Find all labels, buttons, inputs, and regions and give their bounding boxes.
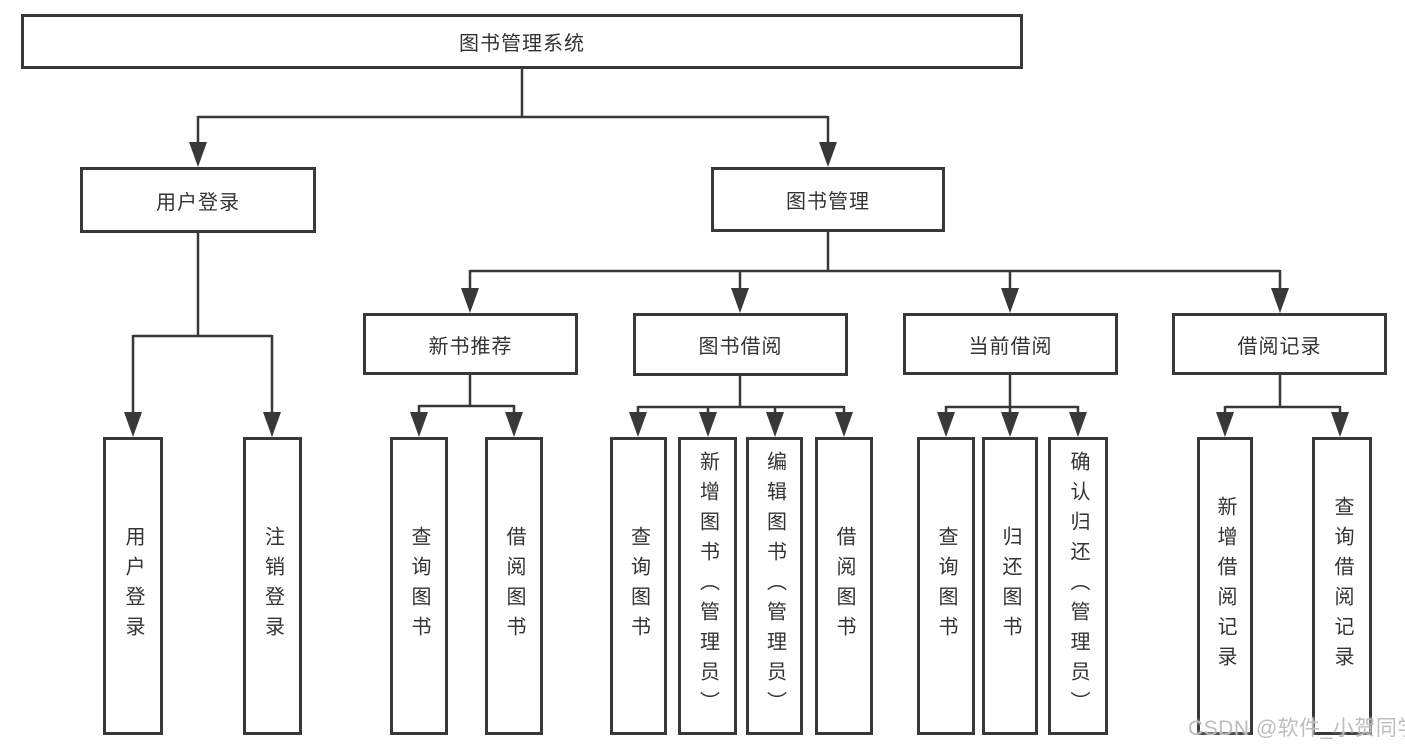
- node-label: 借阅图书: [833, 526, 855, 646]
- leaf-confirm-return-admin: 确认归还（管理员）: [1048, 437, 1108, 735]
- node-label: 查询图书: [627, 526, 650, 646]
- leaf-query-books-recommendation: 查询图书: [390, 437, 448, 735]
- leaf-logout: 注销登录: [243, 437, 302, 735]
- node-label: 图书管理: [786, 191, 870, 213]
- arrowheads: [124, 142, 1349, 437]
- leaf-query-books-current: 查询图书: [917, 437, 975, 735]
- node-label: 新增借阅记录: [1214, 496, 1236, 676]
- node-label: 当前借阅: [968, 335, 1053, 358]
- node-label: 查询借阅记录: [1331, 496, 1353, 676]
- leaf-borrow-books-recommendation: 借阅图书: [485, 437, 543, 735]
- leaf-borrow-books-borrowing: 借阅图书: [815, 437, 873, 735]
- node-label: 查询图书: [935, 526, 957, 646]
- node-label: 图书借阅: [698, 336, 783, 358]
- leaf-return-book: 归还图书: [982, 437, 1038, 735]
- leaf-add-borrow-record: 新增借阅记录: [1197, 437, 1253, 735]
- node-book-management: 图书管理: [711, 167, 945, 232]
- node-current-borrowing: 当前借阅: [903, 313, 1118, 375]
- leaf-user-login: 用户登录: [103, 437, 163, 735]
- leaf-edit-book-admin: 编辑图书（管理员）: [746, 437, 803, 735]
- node-book-borrowing: 图书借阅: [633, 313, 848, 376]
- node-label: 借阅记录: [1237, 335, 1322, 358]
- node-label: 借阅图书: [503, 526, 525, 646]
- node-label: 注销登录: [261, 526, 284, 646]
- node-user-login: 用户登录: [80, 167, 316, 233]
- node-label: 编辑图书（管理员）: [763, 451, 786, 721]
- node-label: 确认归还（管理员）: [1067, 451, 1089, 721]
- leaf-query-books-borrowing: 查询图书: [610, 437, 667, 735]
- node-label: 用户登录: [122, 526, 144, 646]
- leaf-query-borrow-record: 查询借阅记录: [1312, 437, 1372, 735]
- node-root-library-system: 图书管理系统: [21, 14, 1023, 69]
- csdn-watermark: CSDN @软件_小贺同学: [1188, 717, 1405, 740]
- node-label: 用户登录: [156, 191, 240, 214]
- node-label: 归还图书: [999, 526, 1021, 646]
- node-label: 新增图书（管理员）: [696, 451, 719, 721]
- node-label: 图书管理系统: [459, 33, 585, 55]
- node-new-book-recommendation: 新书推荐: [363, 313, 578, 375]
- node-label: 新书推荐: [428, 335, 513, 358]
- leaf-add-book-admin: 新增图书（管理员）: [678, 437, 737, 735]
- node-label: 查询图书: [408, 526, 430, 646]
- node-borrowing-records: 借阅记录: [1172, 313, 1387, 375]
